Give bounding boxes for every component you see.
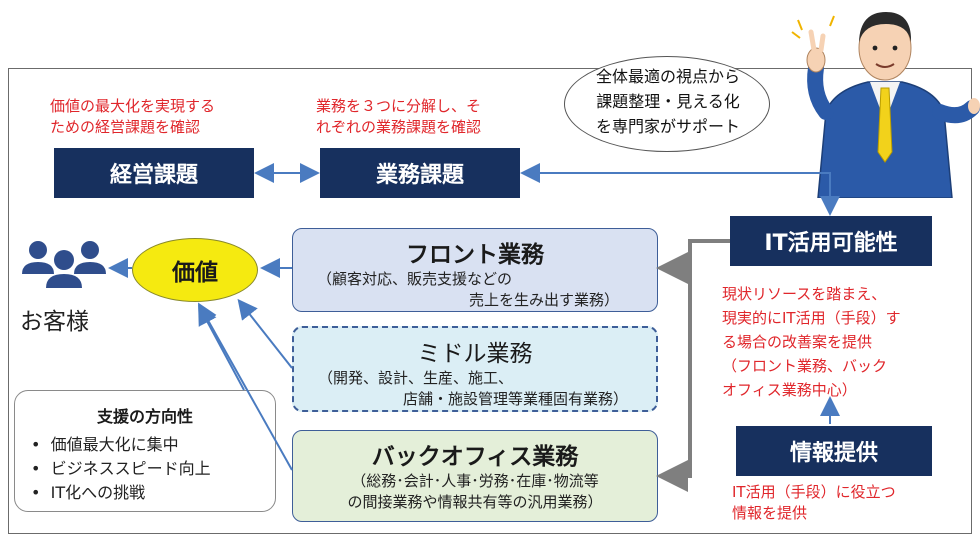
middle-desc-2: 店舗・施設管理等業種固有業務） <box>402 390 628 408</box>
front-desc-1: （顧客対応、販売支援などの <box>317 270 513 288</box>
it-improvement-note: 現状リソースを踏まえ、現実的にIT活用（手段）する場合の改善案を提供（フロント業… <box>722 285 901 399</box>
business-issue-box: 業務課題 <box>320 148 520 198</box>
value-ellipse: 価値 <box>132 238 258 302</box>
customer-group-icon <box>22 241 106 288</box>
back-title: バックオフィス業務 <box>371 444 579 470</box>
consultant-illustration <box>791 12 980 198</box>
front-desc-2: 売上を生み出す業務） <box>468 291 619 309</box>
back-desc-2: の間接業務や情報共有等の汎用業務） <box>347 493 603 511</box>
support-item: • IT化への挑戦 <box>31 483 146 502</box>
arrow-middle-value <box>237 298 293 369</box>
front-title: フロント業務 <box>406 242 544 268</box>
arrow-back-value <box>198 302 293 471</box>
business-note: 業務を３つに分解し、それぞれの業務課題を確認 <box>316 97 482 136</box>
middle-title: ミドル業務 <box>417 341 533 367</box>
customer-label: お客様 <box>20 309 89 335</box>
speech-bubble <box>564 56 770 152</box>
info-provision-box: 情報提供 <box>736 426 932 476</box>
back-business-box: バックオフィス業務 （総務･会計･人事･労務･在庫･物流等 の間接業務や情報共有… <box>292 430 658 522</box>
speech-bubble-text: 全体最適の視点から課題整理・見える化を専門家がサポート <box>595 67 740 136</box>
arrow-it-front <box>656 239 730 284</box>
management-note: 価値の最大化を実現するための経営課題を確認 <box>50 97 216 136</box>
middle-desc-1: （開発、設計、生産、施工、 <box>318 369 514 387</box>
management-issue-box: 経営課題 <box>54 148 254 198</box>
front-business-box: フロント業務 （顧客対応、販売支援などの 売上を生み出す業務） <box>292 228 658 312</box>
it-potential-box: IT活用可能性 <box>730 216 932 266</box>
support-item: • ビジネススピード向上 <box>31 459 211 478</box>
info-provision-note: IT活用（手段）に役立つ情報を提供 <box>732 483 896 522</box>
support-item: • 価値最大化に集中 <box>31 435 179 454</box>
back-desc-1: （総務･会計･人事･労務･在庫･物流等 <box>351 472 599 490</box>
support-direction-box: 支援の方向性 • 価値最大化に集中 • ビジネススピード向上 • IT化への挑戦 <box>14 390 276 512</box>
middle-business-box: ミドル業務 （開発、設計、生産、施工、 店舗・施設管理等業種固有業務） <box>292 326 658 412</box>
arrow-support-value <box>198 304 245 391</box>
arrow-it-back <box>656 268 692 492</box>
arrow-to-business-issue <box>520 163 831 196</box>
support-title: 支援の方向性 <box>96 407 193 426</box>
